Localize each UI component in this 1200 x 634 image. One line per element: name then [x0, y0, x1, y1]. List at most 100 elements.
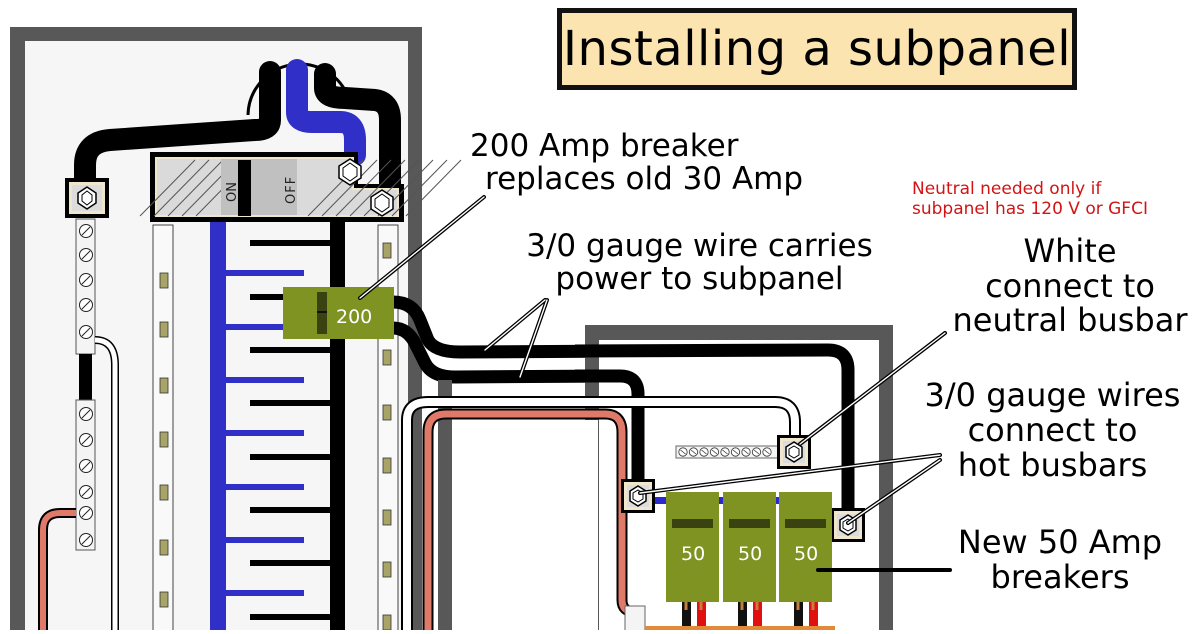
main-breaker-on-label: ON — [225, 182, 240, 202]
screw-slot — [690, 449, 697, 455]
rail-tab — [159, 539, 169, 556]
callout-feeder-wire: 3/0 gauge wire carries power to subpanel — [512, 230, 887, 295]
service-hot-wire-left — [74, 61, 281, 196]
screw-slot — [732, 449, 739, 455]
rail-tab — [382, 242, 392, 259]
callout-hot-wires-line2: connect to — [967, 411, 1138, 450]
neutral-bus-finger — [224, 484, 304, 490]
main-breaker-switch-area — [221, 159, 297, 215]
hot-bus-finger — [250, 240, 332, 246]
rail-tab — [159, 321, 169, 338]
hot-bus-finger — [250, 560, 332, 566]
breaker-terminal — [811, 600, 815, 610]
service-neutral-wire — [286, 59, 366, 166]
rail-tab — [159, 591, 169, 608]
branch-hot-wire — [738, 601, 747, 634]
callout-feeder-wire-line2: power to subpanel — [555, 260, 844, 297]
screw-slot — [743, 449, 749, 455]
neutral-bus-vertical — [210, 222, 226, 634]
neutral-bus-finger — [224, 590, 304, 596]
lug-nut-icon — [338, 158, 362, 186]
screw-slot — [722, 449, 728, 455]
ground-bar-lower — [75, 399, 96, 551]
breaker-rating: 50 — [681, 543, 705, 565]
screw-slot — [764, 449, 770, 455]
feeder-breaker-body — [283, 287, 394, 339]
feeder-breaker-200: 200 — [283, 287, 394, 339]
rail-tab — [159, 272, 169, 289]
hot-lug-left — [621, 479, 655, 513]
neutral-bus-finger — [224, 377, 304, 383]
subpanel-breaker: 50 — [666, 492, 719, 602]
hatch-line — [391, 159, 448, 217]
callout-white-wire-line3: neutral busbar — [952, 301, 1188, 340]
rail-tab — [159, 484, 169, 501]
neutral-bus-finger — [224, 270, 304, 276]
rail-tab — [382, 349, 392, 366]
main-neutral-lug — [65, 178, 109, 218]
ground-bus-strip — [645, 626, 835, 632]
feeder-breaker-rating: 200 — [336, 306, 372, 328]
callout-neutral-note-line2: subpanel has 120 V or GFCI — [912, 199, 1148, 220]
callout-new-breakers-line1: New 50 Amp — [957, 523, 1163, 561]
branch-hot-wire — [809, 601, 818, 634]
screw-slot — [81, 461, 91, 471]
service-hot-wire-right — [314, 63, 401, 196]
hot-bus-vertical — [330, 222, 345, 634]
screw-slot — [81, 300, 91, 310]
hot-bus-finger — [250, 507, 332, 513]
breaker-handle — [672, 519, 713, 528]
hot-bus-finger — [250, 347, 332, 353]
bonding-strap — [79, 354, 92, 401]
frame-strip — [438, 380, 452, 634]
hatch-line — [335, 159, 392, 217]
branch-hot-wire — [794, 601, 803, 634]
breaker-handle — [785, 519, 826, 528]
screw-slot — [81, 327, 91, 337]
main-breaker: ON OFF — [139, 152, 462, 222]
screw-slot — [711, 449, 718, 455]
callout-leaders — [358, 195, 952, 572]
screw-slot — [753, 449, 760, 455]
rail-tab — [382, 509, 392, 526]
callout-white-wire: White connect to neutral busbar — [945, 234, 1195, 338]
lug-nut-icon — [370, 189, 394, 217]
ground-bar-sub — [624, 605, 646, 634]
breaker-body — [666, 492, 719, 602]
rail-tab — [382, 614, 392, 631]
main-breaker-handle[interactable] — [238, 160, 251, 216]
breaker-body — [779, 492, 832, 602]
callout-feeder-wire-line1: 3/0 gauge wire carries — [526, 228, 873, 264]
breaker-handle — [729, 519, 770, 528]
hatch-line — [321, 159, 378, 217]
branch-circuit-wires — [682, 600, 818, 634]
rail-tab — [382, 561, 392, 578]
neutral-bus-finger — [224, 537, 304, 543]
breaker-terminal — [740, 600, 744, 610]
callout-neutral-note-line1: Neutral needed only if — [912, 179, 1102, 199]
hatch-line — [139, 159, 196, 217]
subpanel-breaker: 50 — [723, 492, 776, 602]
callout-new-breakers: New 50 Amp breakers — [940, 523, 1180, 597]
screw-slot — [701, 449, 707, 455]
callout-new-breakers-line2: breakers — [990, 558, 1130, 597]
callout-hot-wires: 3/0 gauge wires connect to hot busbars — [910, 376, 1195, 484]
breaker-terminal — [796, 600, 800, 610]
hatch-line — [167, 159, 224, 217]
screw-slot — [81, 487, 91, 497]
terminal-screws — [79, 224, 93, 547]
screw-slot — [680, 449, 686, 455]
callout-breaker-200-line1: 200 Amp breaker — [470, 128, 739, 164]
screw-slot — [81, 250, 91, 260]
callout-hot-wires-line1: 3/0 gauge wires — [924, 376, 1181, 414]
screw-slot — [81, 435, 91, 445]
callout-neutral-note: Neutral needed only if subpanel has 120 … — [912, 179, 1148, 220]
branch-hot-wire — [697, 601, 706, 634]
callout-white-wire-line2: connect to — [985, 266, 1155, 305]
screw-slot — [81, 409, 91, 419]
hot-bus-finger — [250, 400, 332, 406]
hot-bus-finger — [250, 614, 332, 620]
breaker-terminal — [699, 600, 703, 610]
main-breaker-off-label: OFF — [284, 176, 299, 204]
